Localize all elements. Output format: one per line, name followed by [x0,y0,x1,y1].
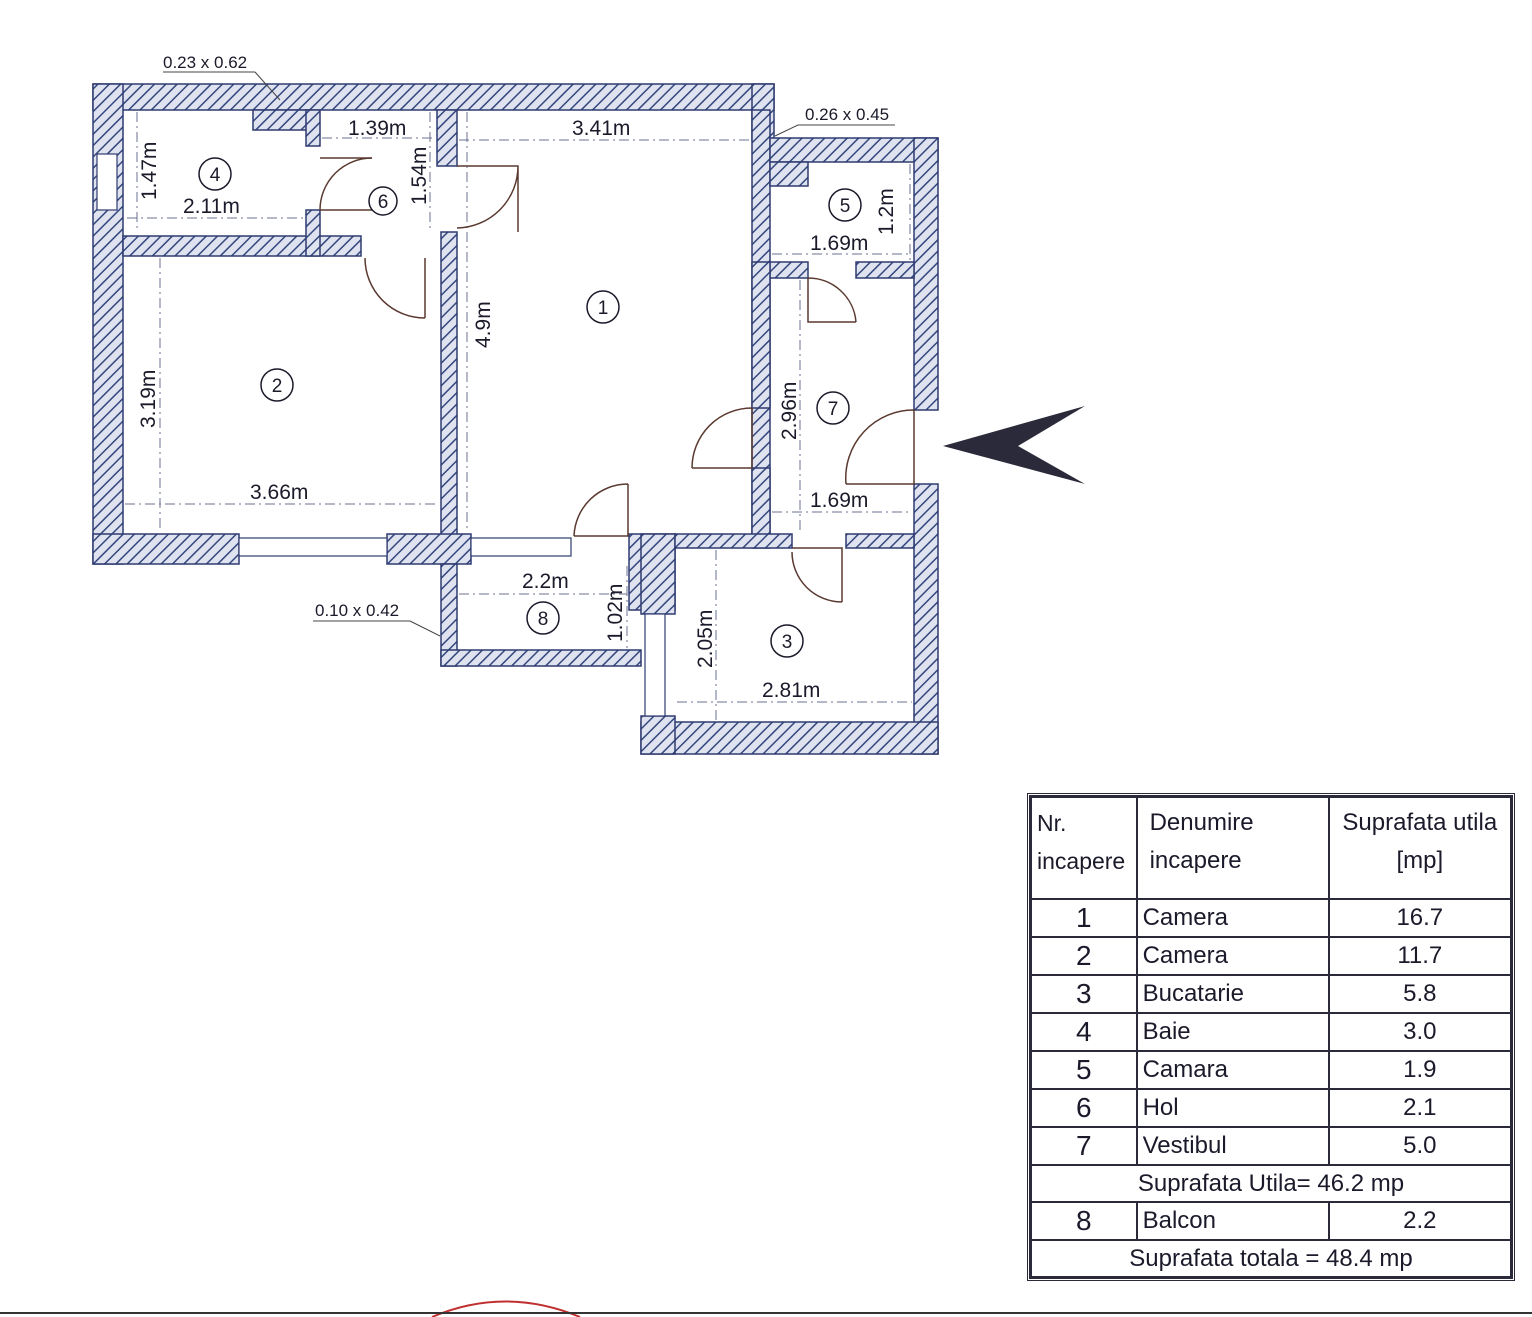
dim-4-width: 2.11m [183,195,240,218]
table-row: 2 Camera 11.7 [1030,936,1513,976]
dim-8-width: 2.2m [522,570,569,593]
room-number-5: 5 [840,196,851,217]
wall-note-top-right: 0.26 x 0.45 [805,105,889,124]
header-room-number: Nr. incapere [1030,796,1138,900]
room-number-1: 1 [598,298,609,319]
dim-3-height: 2.05m [694,610,717,668]
table-row: 5 Camara 1.9 [1030,1050,1513,1090]
balcony-name: Balcon [1135,1201,1330,1241]
room-legend-table: Nr. incapere Denumire incapere Suprafata… [1027,793,1515,1281]
header-room-area: Suprafata utila [mp] [1327,796,1513,900]
row-nr: 6 [1030,1088,1138,1128]
room-numbers: 1 2 3 4 5 6 7 8 [210,165,851,653]
row-area: 3.0 [1327,1012,1513,1052]
row-nr: 7 [1030,1126,1138,1166]
table-row: 7 Vestibul 5.0 [1030,1126,1513,1166]
dim-5-width: 1.69m [810,232,868,255]
grand-total-row: Suprafata totala = 48.4 mp [1030,1239,1512,1278]
entrance-arrow-icon [943,406,1085,484]
row-nr: 1 [1030,898,1138,938]
wall-note-top-left: 0.23 x 0.62 [163,53,247,72]
table-row: 3 Bucatarie 5.8 [1030,974,1513,1014]
room-number-3: 3 [782,632,793,653]
page-edge-line [0,1312,1532,1314]
windows [96,153,666,717]
dim-2-width: 3.66m [250,481,308,504]
row-name: Hol [1135,1088,1330,1128]
dimension-labels: 2.11m 1.47m 1.39m 1.54m 3.41m 4.9m 1.69m… [137,117,898,702]
table-row: 6 Hol 2.1 [1030,1088,1513,1128]
row-name: Camera [1135,936,1330,976]
legend-header-row: Nr. incapere Denumire incapere Suprafata… [1030,796,1513,900]
row-area: 11.7 [1327,936,1513,976]
guide-lines [125,112,912,720]
dim-7-width: 1.69m [810,489,868,512]
dim-1-height: 4.9m [472,301,495,348]
balcony-row: 8 Balcon 2.2 [1030,1201,1513,1241]
row-area: 5.0 [1327,1126,1513,1166]
dim-6-width: 1.39m [348,117,406,140]
dim-8-height: 1.02m [604,584,627,642]
table-row: 1 Camera 16.7 [1030,898,1513,938]
wall-note-balcony: 0.10 x 0.42 [315,601,399,620]
row-area: 2.1 [1327,1088,1513,1128]
row-area: 5.8 [1327,974,1513,1014]
room-markers [198,157,862,658]
row-area: 16.7 [1327,898,1513,938]
row-nr: 2 [1030,936,1138,976]
room-number-4: 4 [210,165,221,186]
dim-1-width: 3.41m [572,117,630,140]
room-number-7: 7 [828,399,839,420]
row-name: Baie [1135,1012,1330,1052]
useful-total: Suprafata Utila= 46.2 mp [1030,1164,1512,1203]
table-row: 4 Baie 3.0 [1030,1012,1513,1052]
dim-2-height: 3.19m [137,370,160,428]
room-number-8: 8 [538,609,549,630]
row-nr: 4 [1030,1012,1138,1052]
row-name: Camera [1135,898,1330,938]
balcony-area: 2.2 [1327,1201,1513,1241]
room-number-6: 6 [378,192,389,213]
row-name: Bucatarie [1135,974,1330,1014]
grand-total: Suprafata totala = 48.4 mp [1030,1239,1512,1278]
row-name: Camara [1135,1050,1330,1090]
useful-total-row: Suprafata Utila= 46.2 mp [1030,1164,1512,1203]
row-area: 1.9 [1327,1050,1513,1090]
dim-6-height: 1.54m [408,147,431,205]
dim-3-width: 2.81m [762,679,820,702]
room-number-2: 2 [272,376,283,397]
dim-4-height: 1.47m [138,142,161,200]
stamp-icon [431,1300,581,1317]
dim-7-height: 2.96m [778,382,801,440]
dim-5-height: 1.2m [875,188,898,235]
row-name: Vestibul [1135,1126,1330,1166]
header-room-name: Denumire incapere [1135,796,1330,900]
balcony-nr: 8 [1030,1201,1138,1241]
row-nr: 5 [1030,1050,1138,1090]
doors [319,157,915,603]
row-nr: 3 [1030,974,1138,1014]
